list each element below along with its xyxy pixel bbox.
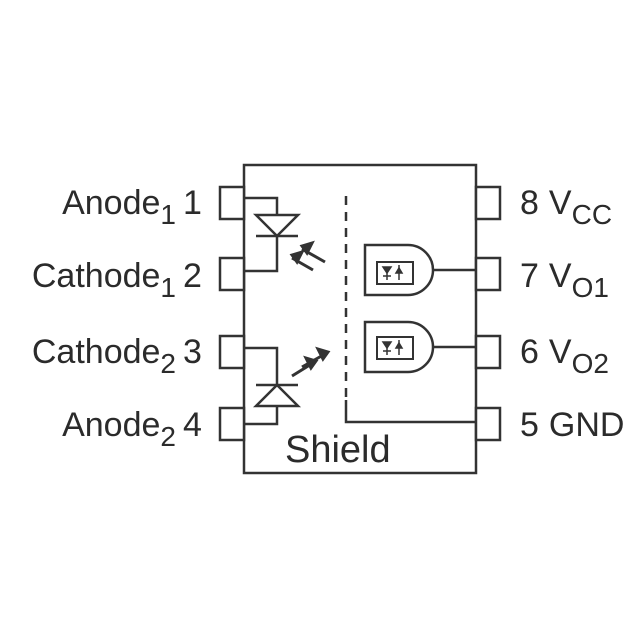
emission-arrows-1 <box>289 240 326 272</box>
output-gate-1 <box>363 243 476 297</box>
shield-label: Shield <box>285 429 391 471</box>
output-gate-2 <box>363 320 476 374</box>
package-body <box>242 163 478 475</box>
pin-3-label: Cathode2 <box>32 333 176 379</box>
pin-1-stub <box>218 185 246 221</box>
pin-4-stub <box>218 406 246 442</box>
pin-4-label: Anode2 <box>62 406 176 452</box>
pin-2-number: 2 <box>183 257 202 295</box>
led-1-symbol <box>244 196 302 273</box>
pin-1-number: 1 <box>183 184 202 222</box>
led-2-symbol <box>244 346 302 426</box>
pin-4-number: 4 <box>183 406 202 444</box>
pin-5-stub <box>474 406 502 442</box>
pin-7-stub <box>474 256 502 292</box>
pin-1-label: Anode1 <box>62 184 176 230</box>
pin-6-stub <box>474 334 502 370</box>
pin-3-stub <box>218 334 246 370</box>
pin-3-number: 3 <box>183 333 202 371</box>
pin-2-label: Cathode1 <box>32 257 176 303</box>
pin-8-stub <box>474 185 502 221</box>
shield-ground-wire <box>344 400 476 424</box>
pin-2-stub <box>218 256 246 292</box>
emission-arrows-2 <box>291 346 331 378</box>
